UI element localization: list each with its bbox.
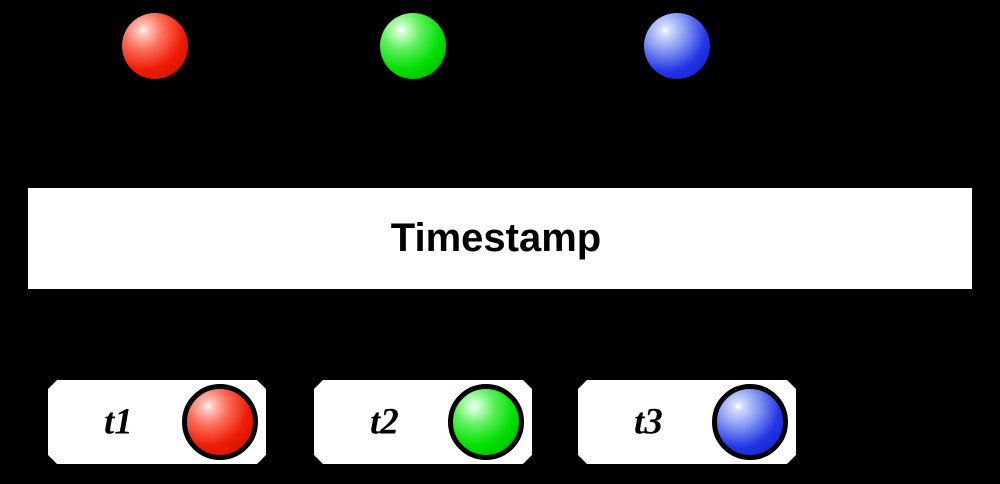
tag-label-t2: t2 [370,401,399,443]
timestamp-bar: Timestamp [28,188,972,289]
timestamp-label: Timestamp [390,216,602,260]
tag-t1[interactable]: t1 [48,380,266,464]
tag-label-t1: t1 [104,401,133,443]
blue-sphere[interactable] [644,13,710,79]
tag-sphere-blue [712,384,788,460]
tag-label-t3: t3 [634,401,663,443]
tag-t3[interactable]: t3 [578,380,796,464]
tag-sphere-green [448,384,524,460]
tag-sphere-red [182,384,258,460]
green-sphere[interactable] [380,13,446,79]
tag-t2[interactable]: t2 [314,380,532,464]
red-sphere[interactable] [122,13,188,79]
